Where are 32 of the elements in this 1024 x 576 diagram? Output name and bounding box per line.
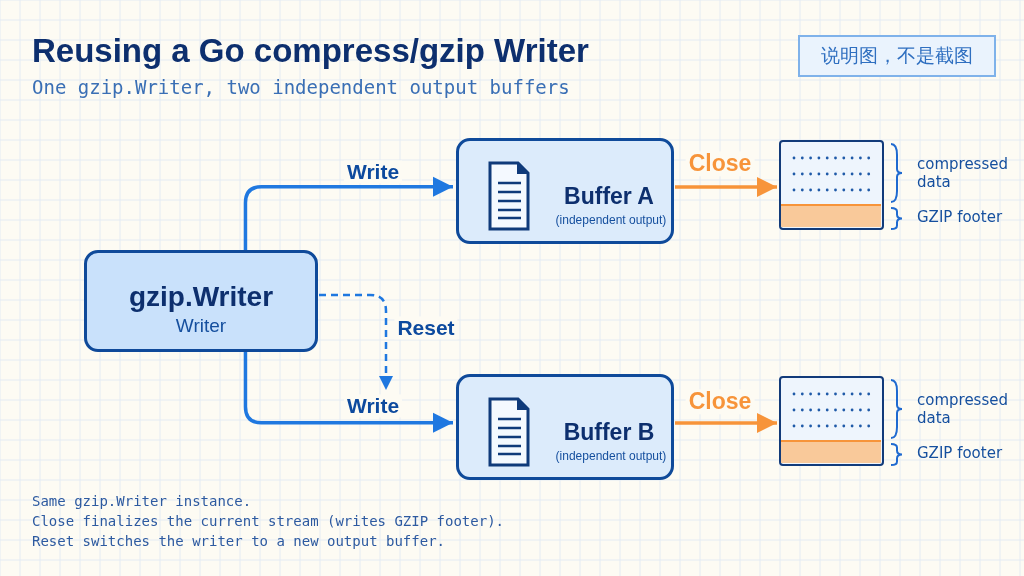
annotation-text: GZIP footer [917, 444, 1003, 462]
note-text: Same gzip.Writer instance. [32, 493, 252, 509]
node-subtitle: (independent output) [554, 214, 668, 228]
annotation-text: compressed data [917, 391, 1009, 427]
node-title: gzip.Writer [127, 281, 275, 314]
edge-label: Close [685, 389, 755, 415]
node-title: Buffer A [563, 183, 655, 210]
edge-label: Reset [394, 316, 458, 340]
data-block [779, 376, 884, 466]
arrow [243, 176, 453, 250]
buffer-box [456, 374, 674, 480]
edge-label: Write [343, 160, 403, 184]
title: Reusing a Go compress/gzip Writer [32, 32, 589, 70]
node-subtitle: (independent output) [554, 450, 668, 464]
note-badge [798, 35, 996, 77]
arrow [675, 177, 777, 197]
arrow [243, 352, 453, 433]
data-block [779, 140, 884, 230]
writer-box [84, 250, 318, 352]
annotation-text: GZIP footer [917, 208, 1003, 226]
buffer-box [456, 138, 674, 244]
subtitle: One gzip.Writer, two independent output buffers [32, 76, 570, 98]
annotation-text: compressed data [917, 155, 1009, 191]
node-title: Buffer B [562, 419, 656, 446]
edge-label: Close [685, 151, 755, 177]
arrow [319, 293, 393, 390]
arrow [675, 413, 777, 433]
note-text: Reset switches the writer to a new output buffer. [32, 533, 445, 549]
node-subtitle: Writer [174, 315, 228, 337]
edge-label: Write [343, 394, 403, 418]
badge-text: 说明图，不是截图 [820, 45, 974, 67]
note-text: Close finalizes the current stream (writes GZIP footer). [32, 513, 504, 529]
